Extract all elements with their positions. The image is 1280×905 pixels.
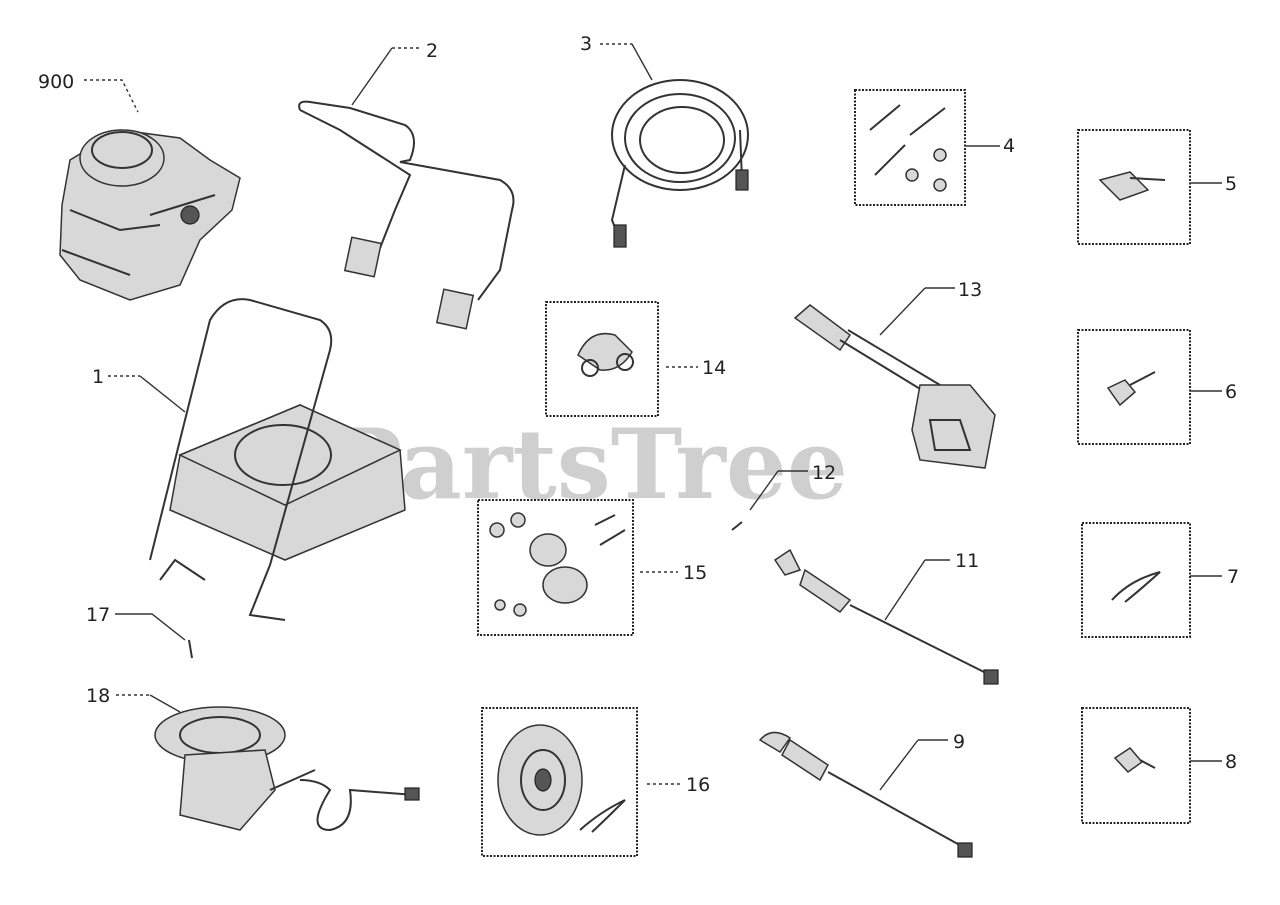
part-6-knob[interactable] [1077,329,1191,445]
part-1-frame[interactable] [149,298,406,621]
part-17-pin[interactable] [188,639,193,659]
callout-12: 12 [812,462,836,484]
callout-11: 11 [955,550,979,572]
callout-3: 3 [580,33,592,55]
callout-4: 4 [1003,135,1015,157]
callout-8: 8 [1225,751,1237,773]
part-9-wand[interactable] [758,731,973,858]
part-12-pin[interactable] [731,521,743,531]
callout-9: 9 [953,731,965,753]
part-2-handle[interactable] [298,100,515,330]
callout-1: 1 [92,366,104,388]
callout-15: 15 [683,562,707,584]
callout-13: 13 [958,279,982,301]
callout-2: 2 [426,40,438,62]
callout-14: 14 [702,357,726,379]
part-15-bearing-kit[interactable] [477,499,634,636]
callout-6: 6 [1225,381,1237,403]
callout-18: 18 [86,685,110,707]
callout-7: 7 [1227,566,1239,588]
part-13-spray-gun[interactable] [793,304,996,469]
part-16-wheel-kit[interactable] [481,707,638,857]
part-900-engine[interactable] [59,129,241,301]
part-3-hose[interactable] [610,79,749,248]
part-7-clip[interactable] [1081,522,1191,638]
part-14-clip[interactable] [545,301,659,417]
part-11-wand[interactable] [773,548,999,685]
part-8-fitting[interactable] [1081,707,1191,824]
part-5-fitting[interactable] [1077,129,1191,245]
part-18-pump[interactable] [154,706,420,832]
callout-17: 17 [86,604,110,626]
part-4-bolts-kit[interactable] [854,89,966,206]
callout-900: 900 [38,71,74,93]
callout-5: 5 [1225,173,1237,195]
callout-16: 16 [686,774,710,796]
